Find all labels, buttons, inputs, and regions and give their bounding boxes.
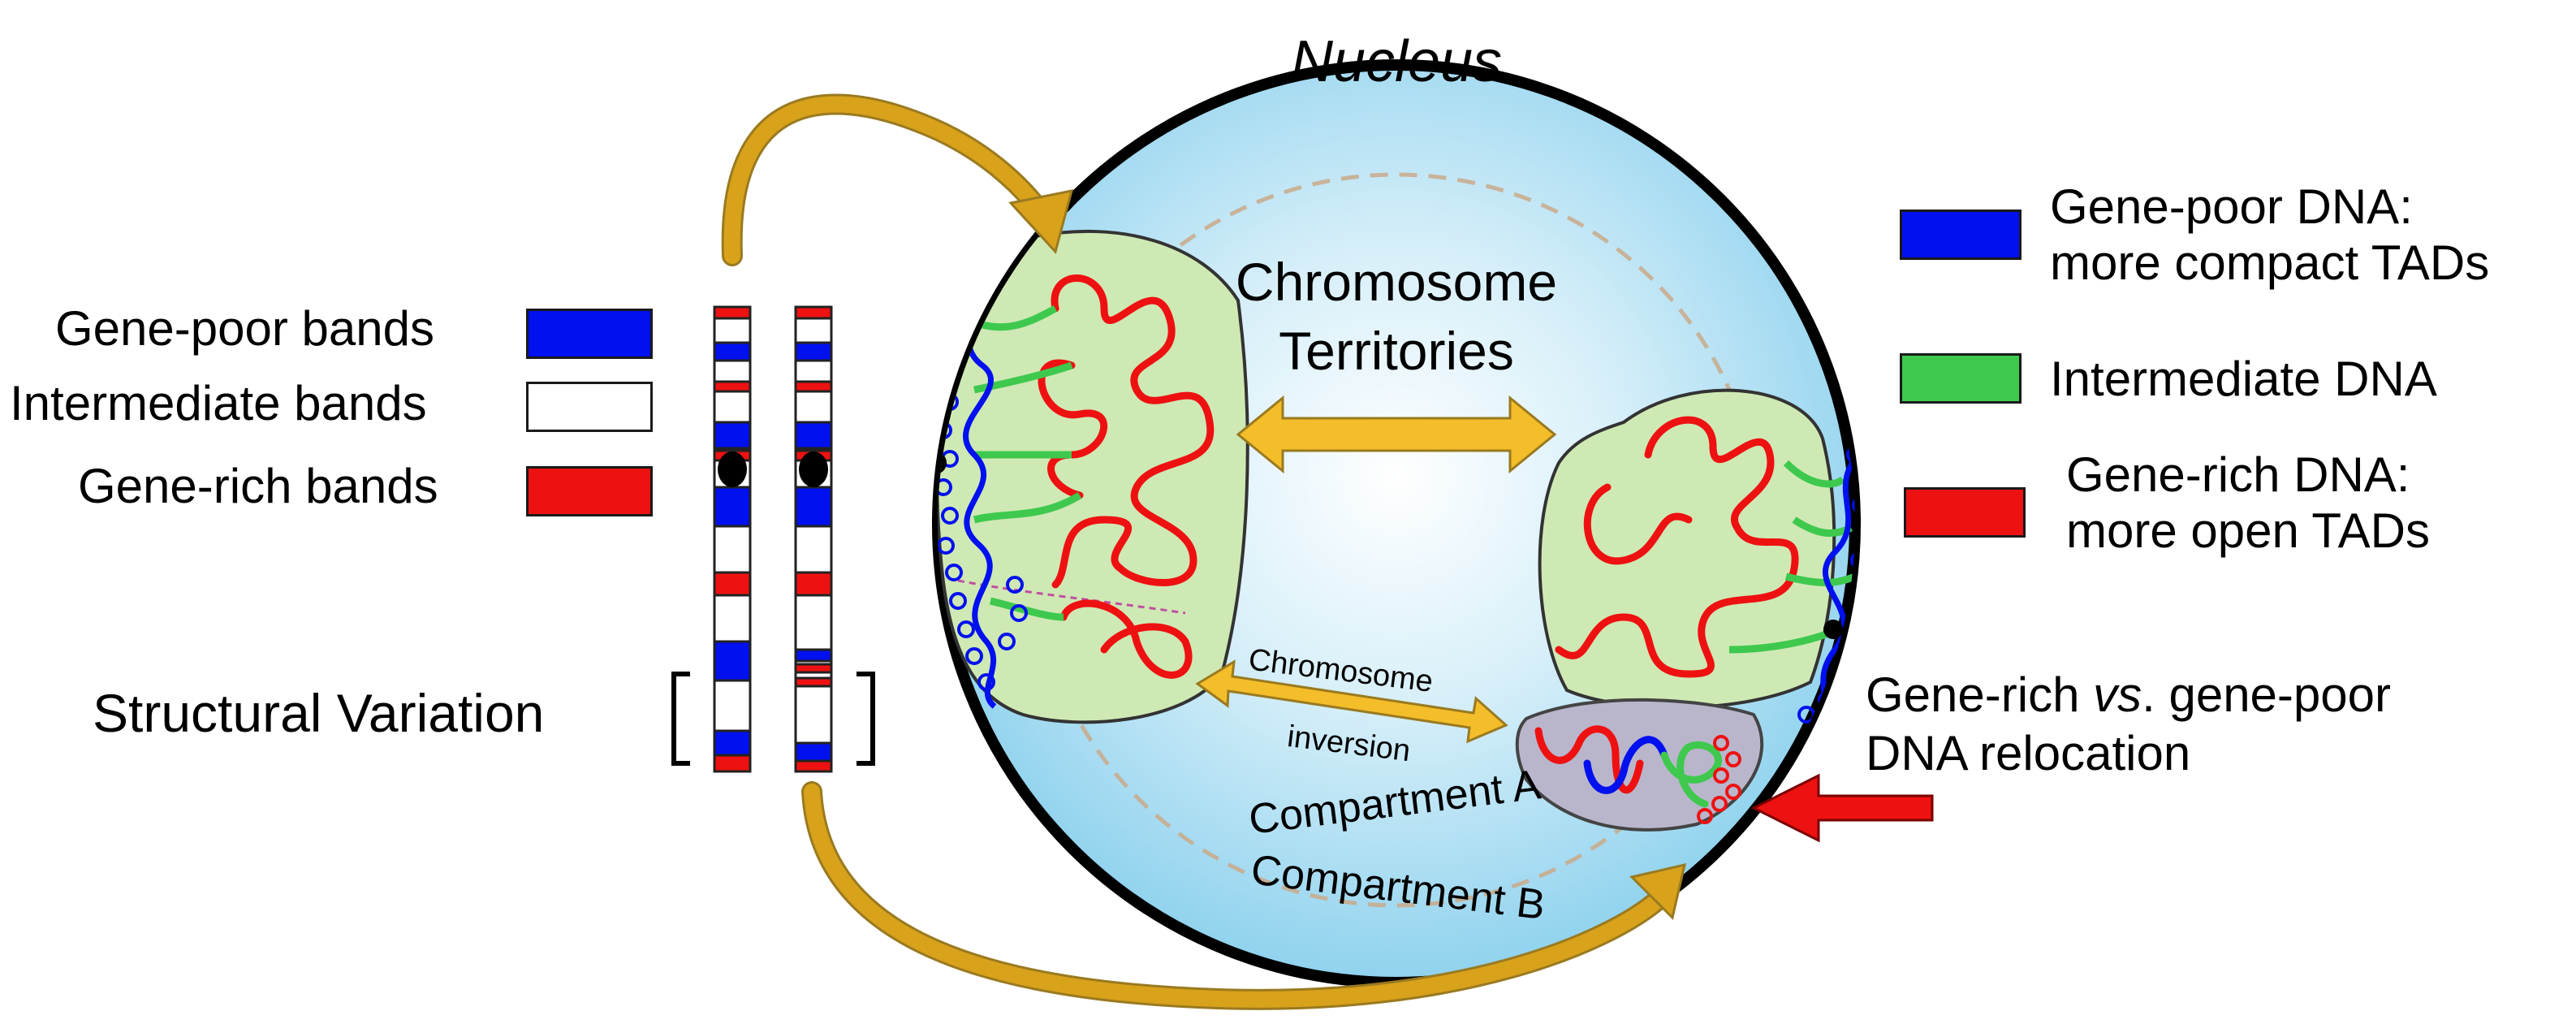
legend-gene-poor-dna-swatch (1900, 210, 2022, 260)
left-territory (938, 229, 1249, 724)
legend-intermediate-bands-label: Intermediate bands (10, 376, 427, 430)
legend-gene-poor-dna-label: Gene-poor DNA: more compact TADs (2050, 179, 2489, 291)
sv-brackets (671, 672, 875, 766)
legend-gene-rich-dna-line2: more open TADs (2066, 503, 2430, 558)
relocation-vs: vs (2093, 668, 2142, 722)
relocation-line1: Gene-rich vs. gene-poor (1866, 666, 2391, 724)
right-territory (1538, 388, 1855, 724)
territories-label-2: Territories (1279, 321, 1514, 381)
legend-gene-rich-dna-swatch (1904, 487, 2026, 538)
legend-gene-rich-dna-label: Gene-rich DNA: more open TADs (2066, 447, 2430, 559)
chromosome-right (794, 305, 833, 773)
legend-gene-poor-bands-swatch (526, 309, 653, 359)
top-curved-arrow (721, 93, 1074, 266)
relocated-region (1515, 698, 1764, 832)
legend-gene-poor-dna-line2: more compact TADs (2050, 235, 2490, 290)
legend-gene-rich-dna-line1: Gene-rich DNA: (2066, 447, 2410, 502)
territories-label-1: Chromosome (1236, 252, 1557, 312)
territories-arrow (1236, 395, 1557, 474)
structural-variation-label: Structural Variation (93, 683, 545, 743)
bottom-curved-arrow (801, 781, 1687, 1010)
legend-intermediate-dna-swatch (1900, 353, 2022, 404)
inversion-arrow (1195, 659, 1508, 744)
legend-gene-poor-bands-label: Gene-poor bands (55, 301, 434, 356)
legend-intermediate-dna-label: Intermediate DNA (2050, 352, 2437, 406)
relocation-line1-a: Gene-rich (1866, 668, 2094, 722)
relocation-arrow (1750, 773, 1934, 843)
legend-gene-rich-bands-label: Gene-rich bands (78, 459, 438, 513)
chromosome-left (713, 305, 752, 773)
relocation-line1-b: . gene-poor (2142, 668, 2391, 722)
legend-intermediate-bands-swatch (526, 382, 653, 432)
relocation-label: Gene-rich vs. gene-poor DNA relocation (1866, 666, 2391, 783)
legend-gene-rich-bands-swatch (526, 466, 653, 516)
nucleus-title: Nucleus (1291, 29, 1502, 94)
relocation-line2: DNA relocation (1866, 726, 2191, 780)
legend-gene-poor-dna-line1: Gene-poor DNA: (2050, 179, 2413, 234)
